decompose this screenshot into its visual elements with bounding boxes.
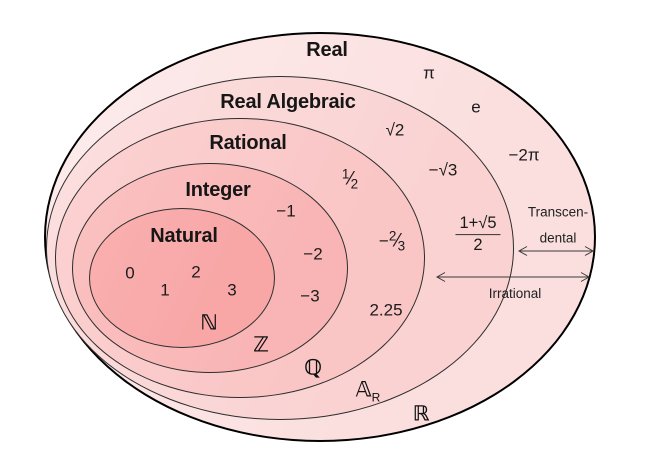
set-ellipse-natural	[89, 208, 275, 348]
symbol-real: ℝ	[412, 400, 430, 426]
natural-member-0: 0	[125, 263, 135, 283]
real-member-neg-2pi: −2π	[508, 145, 540, 165]
real-member-e: e	[471, 97, 481, 117]
fraction-denominator: 3	[397, 238, 406, 254]
label-integer: Integer	[185, 179, 251, 201]
rational-member-one-half: 1⁄2	[341, 166, 359, 193]
double-arrow-icon	[516, 245, 596, 257]
symbol-real-algebraic: 𝔸R	[356, 377, 381, 404]
symbol-natural: ℕ	[200, 309, 218, 335]
rational-member-2-25: 2.25	[369, 300, 403, 320]
rational-member-neg-two-thirds: −2⁄3	[378, 228, 406, 255]
label-rational: Rational	[209, 132, 287, 154]
fraction-denominator: 2	[350, 176, 359, 192]
label-real-algebraic: Real Algebraic	[220, 91, 356, 113]
natural-member-3: 3	[227, 280, 237, 300]
symbol-base: 𝔸	[355, 376, 372, 402]
fraction-numerator: 1	[341, 166, 350, 182]
integer-member-neg2: −2	[303, 244, 323, 264]
integer-member-neg1: −1	[276, 201, 296, 221]
transcendental-label: Transcen- dental	[528, 199, 588, 250]
fraction-numerator: 1+√5	[455, 214, 501, 235]
algebraic-member-neg-sqrt3: −√3	[428, 160, 458, 180]
natural-member-2: 2	[191, 262, 201, 282]
natural-member-1: 1	[160, 280, 170, 300]
fraction-denominator: 2	[473, 235, 483, 254]
symbol-subscript: R	[371, 390, 381, 405]
label-real: Real	[306, 39, 348, 61]
double-arrow-icon	[434, 271, 592, 283]
label-natural: Natural	[150, 225, 218, 247]
symbol-rational: ℚ	[304, 354, 322, 380]
symbol-integer: ℤ	[253, 331, 269, 357]
transcendental-label-line1: Transcen-	[527, 204, 589, 220]
fraction-numerator: 2	[388, 228, 397, 244]
fraction-sign: −	[378, 231, 389, 251]
algebraic-member-golden-ratio: 1+√5 2	[455, 214, 501, 254]
transcendental-label-line2: dental	[539, 230, 577, 245]
irrational-label: Irrational	[488, 286, 542, 302]
algebraic-member-sqrt2: √2	[385, 120, 405, 140]
integer-member-neg3: −3	[300, 286, 320, 306]
real-member-pi: π	[423, 63, 435, 83]
